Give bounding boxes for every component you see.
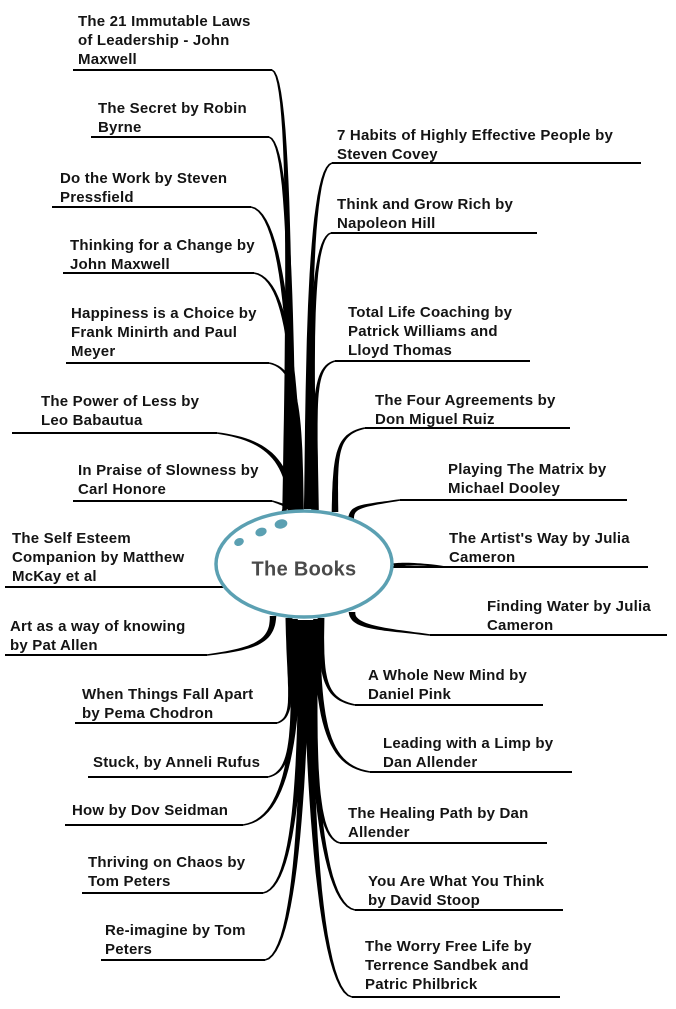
dot-large (274, 519, 288, 529)
book-node-self-esteem-companion[interactable]: The Self Esteem Companion by Matthew McK… (12, 530, 185, 585)
branch-curve (242, 620, 303, 826)
book-node-thriving-on-chaos[interactable]: Thriving on Chaos by Tom Peters (88, 854, 246, 890)
branch-curve (331, 427, 366, 512)
book-node-four-agreements[interactable]: The Four Agreements by Don Miguel Ruiz (375, 392, 556, 428)
bullet-dots-icon (234, 519, 288, 547)
book-node-think-and-grow-rich[interactable]: Think and Grow Rich by Napoleon Hill (337, 196, 514, 232)
branch-curve (347, 499, 401, 520)
branch-curve (276, 618, 293, 724)
book-node-happiness-is-a-choice[interactable]: Happiness is a Choice by Frank Minirth a… (71, 305, 257, 360)
book-node-the-secret[interactable]: The Secret by Robin Byrne (98, 100, 247, 136)
book-node-when-things-fall-apart[interactable]: When Things Fall Apart by Pema Chodron (82, 686, 254, 722)
branch-curve (348, 612, 431, 636)
book-node-whole-new-mind[interactable]: A Whole New Mind by Daniel Pink (368, 667, 528, 703)
book-node-healing-path[interactable]: The Healing Path by Dan Allender (348, 805, 529, 841)
central-topic-ellipse[interactable] (214, 509, 394, 619)
book-node-7-habits[interactable]: 7 Habits of Highly Effective People by S… (337, 127, 613, 163)
central-topic-label[interactable]: The Books (251, 558, 357, 581)
book-node-re-imagine[interactable]: Re-imagine by Tom Peters (105, 922, 246, 958)
branch-curve (206, 616, 277, 656)
branch-curve (387, 562, 446, 569)
branch-curve (268, 362, 304, 511)
dot-medium (255, 527, 267, 537)
book-node-thinking-for-a-change[interactable]: Thinking for a Change by John Maxwell (70, 237, 255, 273)
book-node-total-life-coaching[interactable]: Total Life Coaching by Patrick Williams … (348, 304, 513, 359)
book-node-you-are-what-you-think[interactable]: You Are What You Think by David Stoop (368, 873, 545, 909)
book-node-21-immutable-laws[interactable]: The 21 Immutable Laws of Leadership - Jo… (78, 13, 251, 68)
branch-curve (317, 618, 356, 706)
book-node-do-the-work[interactable]: Do the Work by Steven Pressfield (60, 170, 228, 206)
book-node-finding-water[interactable]: Finding Water by Julia Cameron (487, 598, 651, 634)
branch-curve (271, 500, 287, 514)
book-node-artists-way[interactable]: The Artist's Way by Julia Cameron (449, 530, 630, 566)
branch-curve (313, 619, 371, 773)
dot-small (234, 537, 244, 547)
book-node-art-as-a-way-of-knowing[interactable]: Art as a way of knowing by Pat Allen (10, 618, 186, 654)
book-node-worry-free-life[interactable]: The Worry Free Life by Terrence Sandbek … (365, 938, 532, 993)
branch-curve (311, 360, 336, 510)
book-node-leading-with-a-limp[interactable]: Leading with a Limp by Dan Allender (383, 735, 554, 771)
book-node-playing-the-matrix[interactable]: Playing The Matrix by Michael Dooley (448, 461, 607, 497)
book-node-how[interactable]: How by Dov Seidman (72, 802, 229, 819)
book-node-in-praise-of-slowness[interactable]: In Praise of Slowness by Carl Honore (78, 462, 259, 498)
book-node-stuck[interactable]: Stuck, by Anneli Rufus (93, 754, 261, 771)
branches-group (5, 69, 667, 998)
book-node-power-of-less[interactable]: The Power of Less by Leo Babautua (41, 393, 200, 429)
branch-curve (302, 620, 353, 998)
